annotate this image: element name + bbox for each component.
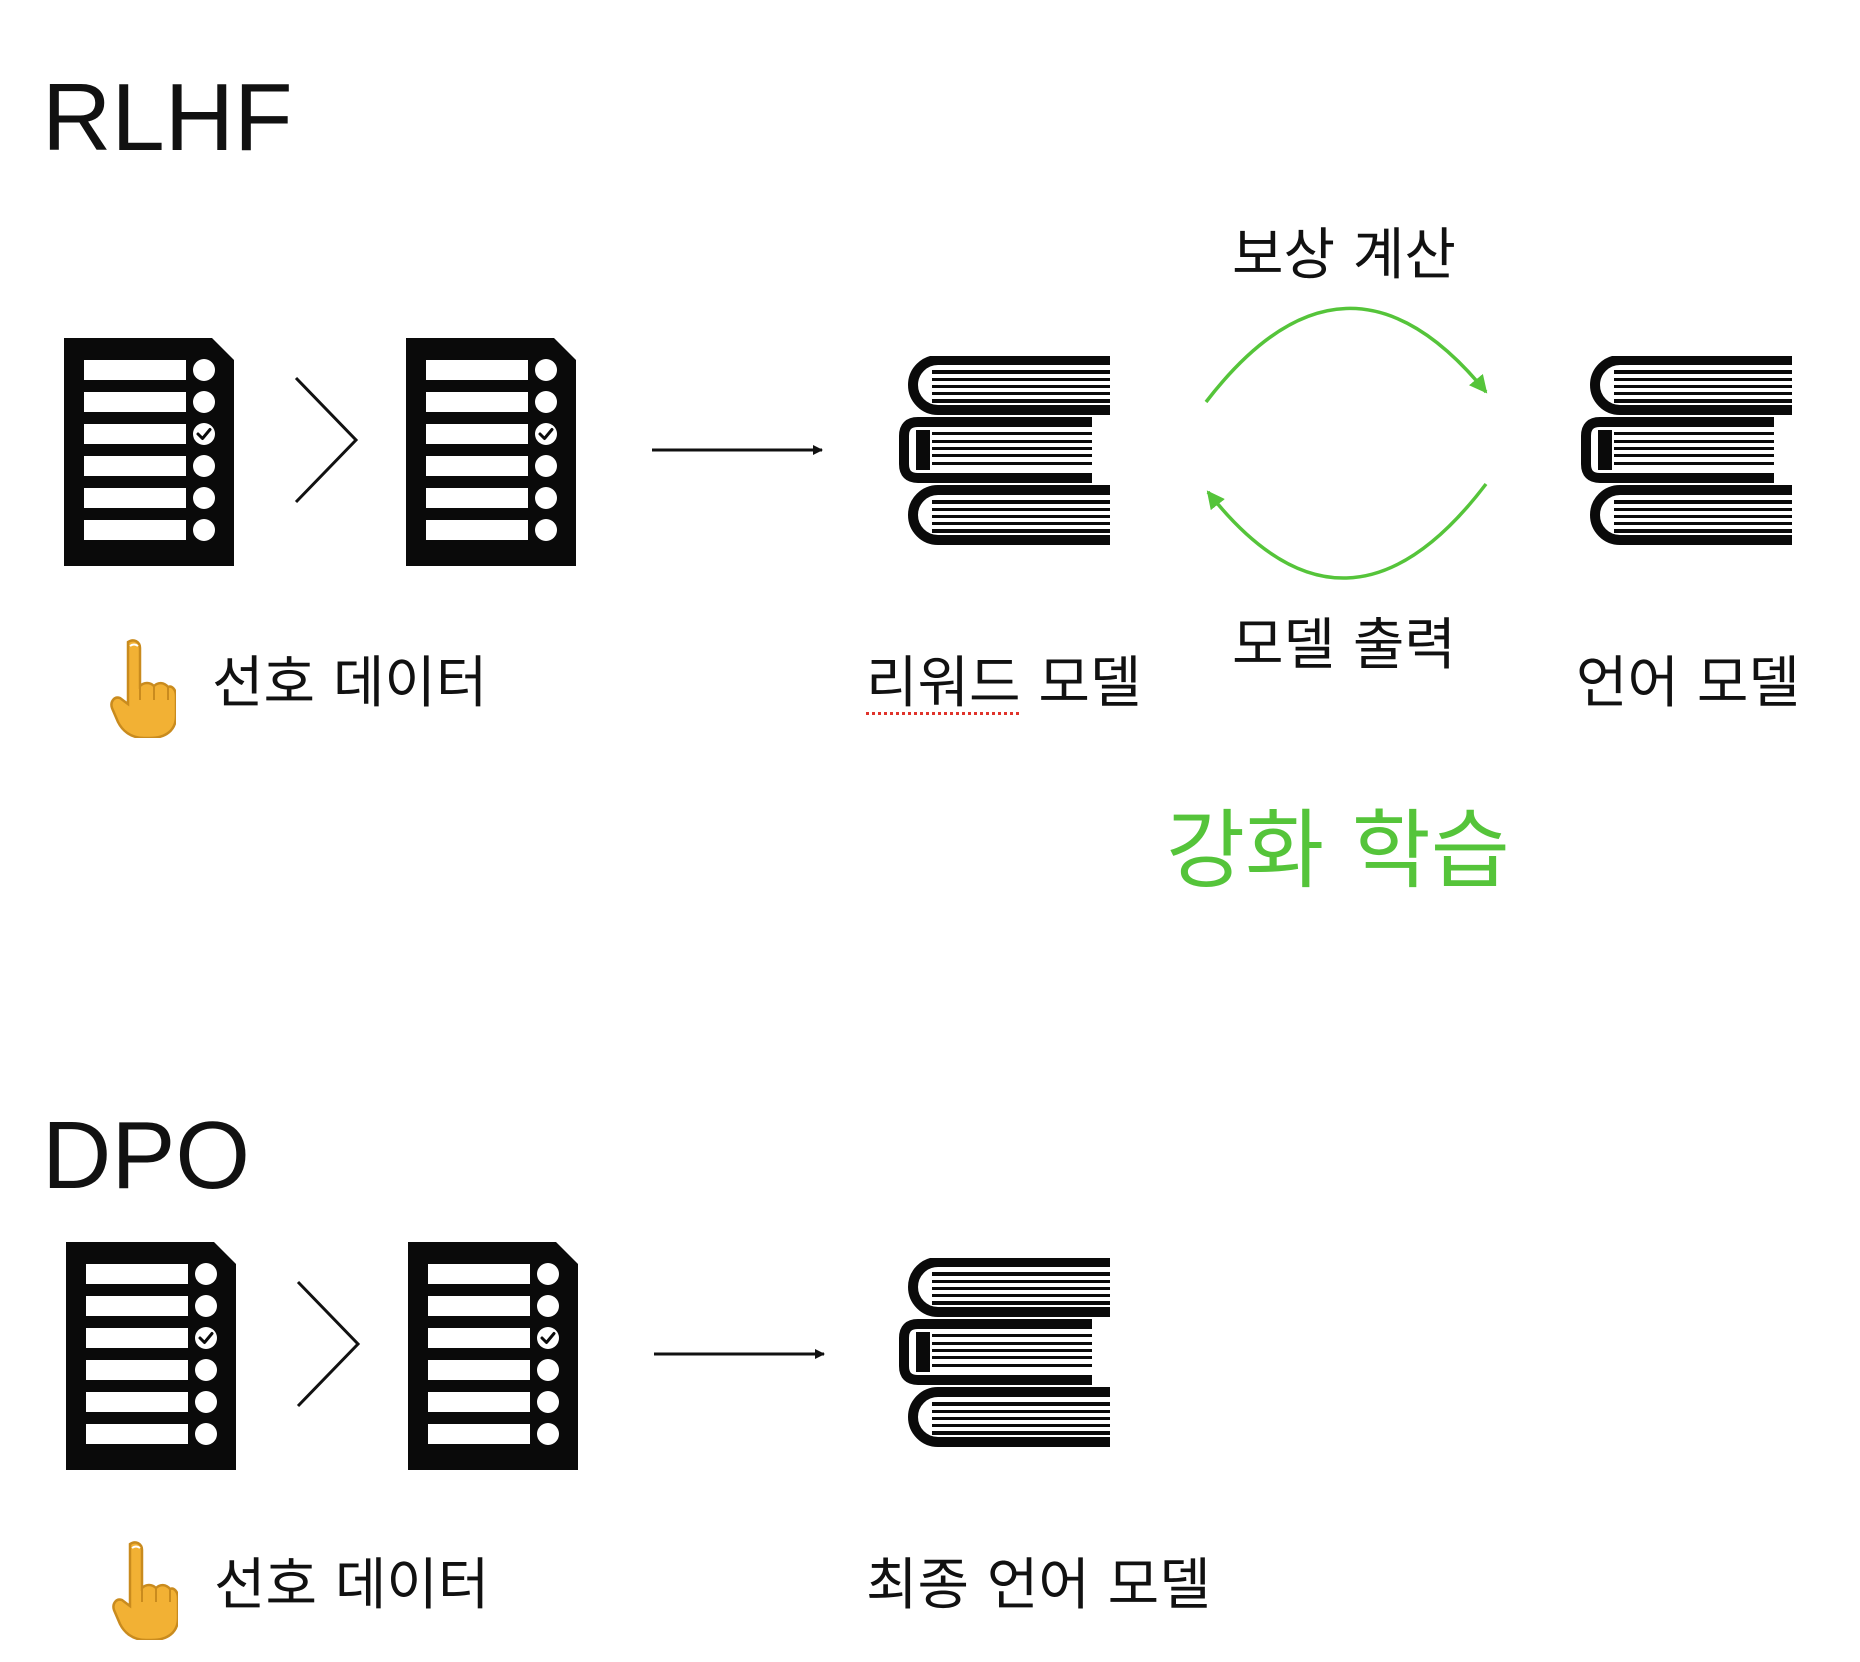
greater-than-icon: [296, 1280, 361, 1408]
curved-arrow-icon: [1206, 482, 1488, 580]
rejected-document-icon: [408, 1242, 578, 1470]
final-model-books-icon: [898, 1258, 1110, 1450]
greater-than-icon: [294, 376, 359, 504]
reward-model-label-word: 리워드: [866, 651, 1021, 716]
arrow-right-icon: [652, 445, 823, 455]
reinforcement-learning-label: 강화 학습: [1166, 801, 1510, 901]
arrow-right-icon: [654, 1349, 825, 1359]
dpo-title: DPO: [42, 1102, 251, 1209]
rejected-document-icon: [406, 338, 576, 566]
dpo-preference-data-label: 선호 데이터: [214, 1553, 490, 1618]
final-language-model-label: 최종 언어 모델: [866, 1553, 1211, 1618]
model-output-label: 모델 출력: [1232, 613, 1456, 678]
rlhf-preference-data-label: 선호 데이터: [212, 651, 488, 716]
pointing-hand-icon: [110, 638, 176, 738]
compute-reward-label: 보상 계산: [1232, 223, 1456, 288]
reward-model-books-icon: [898, 356, 1110, 548]
reward-model-label-rest: 모델: [1020, 651, 1142, 716]
rl-loop-arrows: [1204, 306, 1488, 580]
rlhf-title: RLHF: [42, 64, 293, 171]
language-model-label: 언어 모델: [1576, 651, 1800, 716]
reward-model-label: 리워드 모델: [866, 656, 1141, 712]
pointing-hand-icon: [112, 1540, 178, 1640]
preferred-document-icon: [64, 338, 234, 566]
curved-arrow-icon: [1204, 306, 1488, 404]
language-model-books-icon: [1580, 356, 1792, 548]
preferred-document-icon: [66, 1242, 236, 1470]
